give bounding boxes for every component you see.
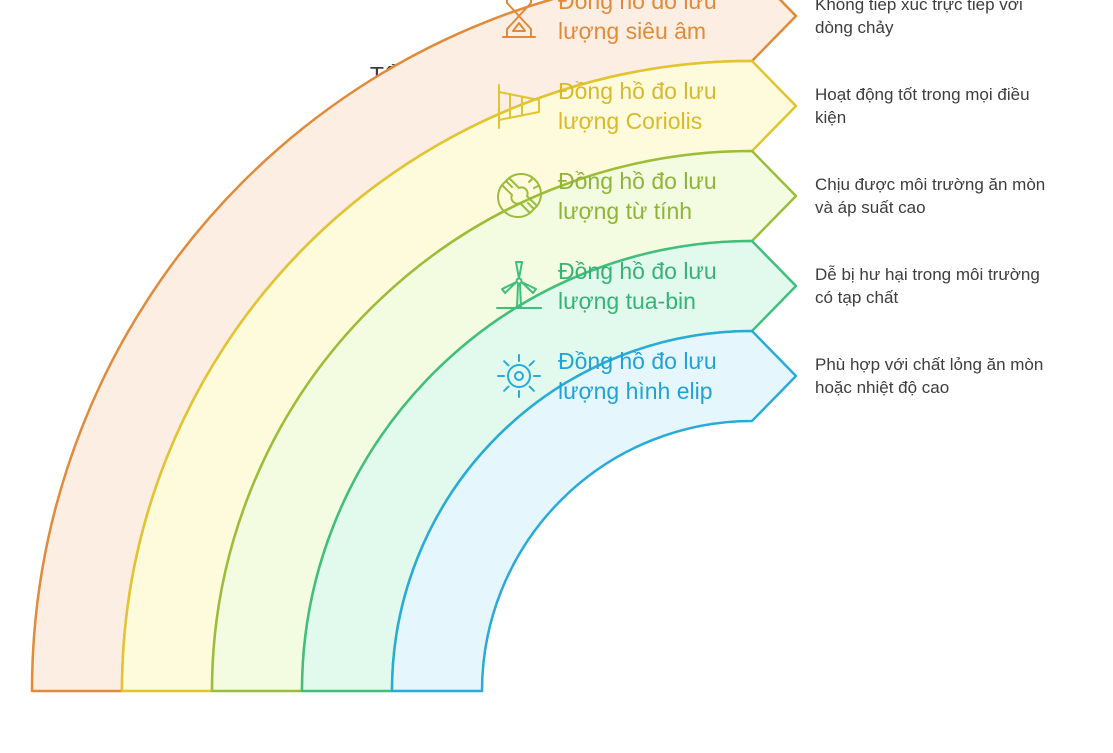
band-label-line: Đồng hồ đo lưu <box>558 348 717 374</box>
band-label-line: Đồng hồ đo lưu <box>558 258 717 284</box>
band-description-1: Không tiếp xúc trực tiếp với dòng chảy <box>815 0 1100 39</box>
band-label-3: Đồng hồ đo lưu lượng từ tính <box>558 166 717 226</box>
band-label-line: Đồng hồ đo lưu <box>558 168 717 194</box>
band-label-line: Đồng hồ đo lưu <box>558 0 717 14</box>
band-description-4: Dễ bị hư hại trong môi trường có tạp chất <box>815 263 1100 309</box>
description-line: Chịu được môi trường ăn mòn <box>815 175 1046 194</box>
description-line: dòng chảy <box>815 18 894 37</box>
band-5 <box>390 329 798 693</box>
band-label-2: Đồng hồ đo lưu lượng Coriolis <box>558 76 717 136</box>
description-line: kiện <box>815 108 847 127</box>
band-label-line: lượng hình elip <box>558 378 713 404</box>
band-description-5: Phù hợp với chất lỏng ăn mòn hoặc nhiệt đ… <box>815 353 1100 399</box>
description-line: hoặc nhiệt độ cao <box>815 378 950 397</box>
band-label-5: Đồng hồ đo lưu lượng hình elip <box>558 346 717 406</box>
band-label-line: lượng tua-bin <box>558 288 696 314</box>
description-line: Phù hợp với chất lỏng ăn mòn <box>815 355 1044 374</box>
band-label-line: lượng từ tính <box>558 198 693 224</box>
gear-icon <box>497 354 541 398</box>
band-label-line: Đồng hồ đo lưu <box>558 78 717 104</box>
description-line: Hoạt động tốt trong mọi điều <box>815 85 1030 104</box>
band-label-line: lượng siêu âm <box>558 18 707 44</box>
wind-turbine-icon <box>496 261 542 309</box>
magnet-icon <box>497 173 542 218</box>
description-line: có tạp chất <box>815 288 899 307</box>
band-label-4: Đồng hồ đo lưu lượng tua-bin <box>558 256 717 316</box>
band-description-3: Chịu được môi trường ăn mòn và áp suất ca… <box>815 173 1100 219</box>
band-label-1: Đồng hồ đo lưu lượng siêu âm <box>558 0 717 46</box>
windsock-icon <box>498 84 540 129</box>
description-line: Dễ bị hư hại trong môi trường <box>815 265 1040 284</box>
band-label-line: lượng Coriolis <box>558 108 703 134</box>
hourglass-icon <box>502 0 536 38</box>
icons-layer <box>496 0 542 398</box>
description-line: Không tiếp xúc trực tiếp với <box>815 0 1023 14</box>
band-description-2: Hoạt động tốt trong mọi điều kiện <box>815 83 1100 129</box>
bands-layer <box>30 0 798 693</box>
description-line: và áp suất cao <box>815 198 926 217</box>
